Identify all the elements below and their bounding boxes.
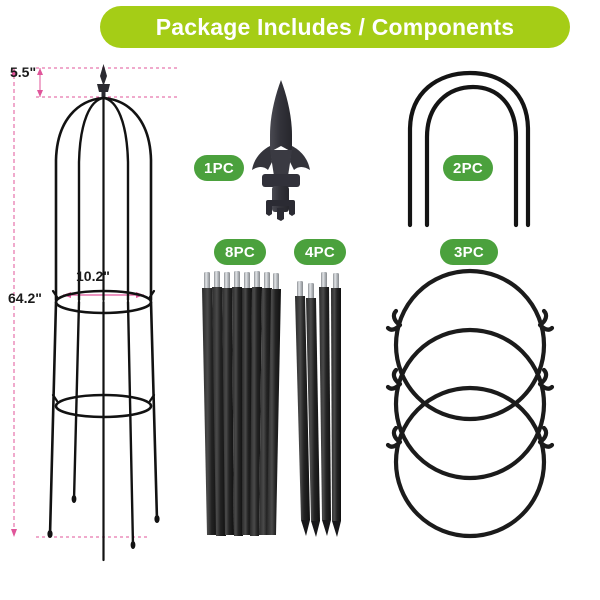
- quantity-badge-stake-rods: 4PC: [294, 239, 346, 265]
- dimension-label-diameter: 10.2": [76, 268, 110, 284]
- page-title: Package Includes / Components: [155, 13, 515, 40]
- arch-bar-icon: [407, 70, 531, 228]
- stake-rod-icon: [295, 272, 341, 537]
- finial-icon: [252, 80, 310, 221]
- rod-icon: [202, 271, 281, 536]
- dimension-label-total-height: 64.2": [8, 290, 42, 306]
- ring-icon: [385, 268, 555, 539]
- header-banner: Package Includes / Components: [100, 6, 570, 48]
- quantity-badge-arch-bars: 2PC: [443, 155, 493, 181]
- quantity-badge-support-rings: 3PC: [440, 239, 498, 265]
- quantity-badge-finial: 1PC: [194, 155, 244, 181]
- dimension-label-finial-height: 5.5": [10, 64, 37, 80]
- obelisk-trellis-icon: [47, 64, 160, 562]
- quantity-badge-short-rods: 8PC: [214, 239, 266, 265]
- dimension-guides: [11, 67, 180, 538]
